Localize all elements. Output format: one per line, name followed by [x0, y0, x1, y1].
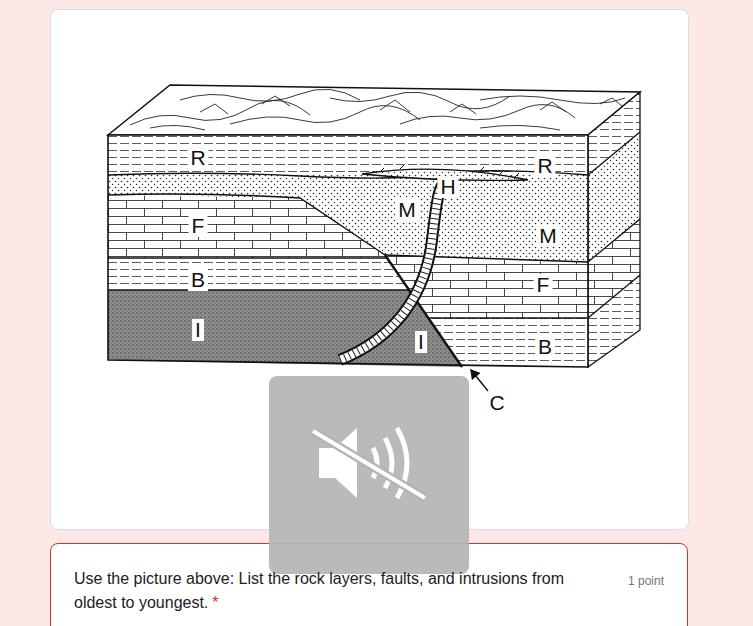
video-overlay — [269, 376, 469, 574]
question-line: Use the picture above: List the rock lay… — [74, 567, 594, 615]
fault-label: C — [486, 392, 507, 414]
layer-label: R — [534, 155, 555, 177]
layer-label: H — [437, 176, 458, 198]
layer-label: R — [187, 147, 208, 169]
layer-label: B — [188, 269, 208, 291]
layer-label: I — [415, 331, 427, 353]
layer-label: M — [395, 199, 419, 221]
required-mark: * — [212, 594, 218, 611]
layer-label: I — [192, 319, 204, 341]
points-value: 1 point — [628, 573, 664, 589]
layer-label: F — [534, 274, 553, 296]
mute-icon — [269, 376, 469, 574]
layer-label: F — [189, 215, 208, 237]
layer-label: M — [536, 225, 560, 247]
layer-label: B — [535, 336, 555, 358]
question-text: Use the picture above: List the rock lay… — [74, 570, 564, 611]
